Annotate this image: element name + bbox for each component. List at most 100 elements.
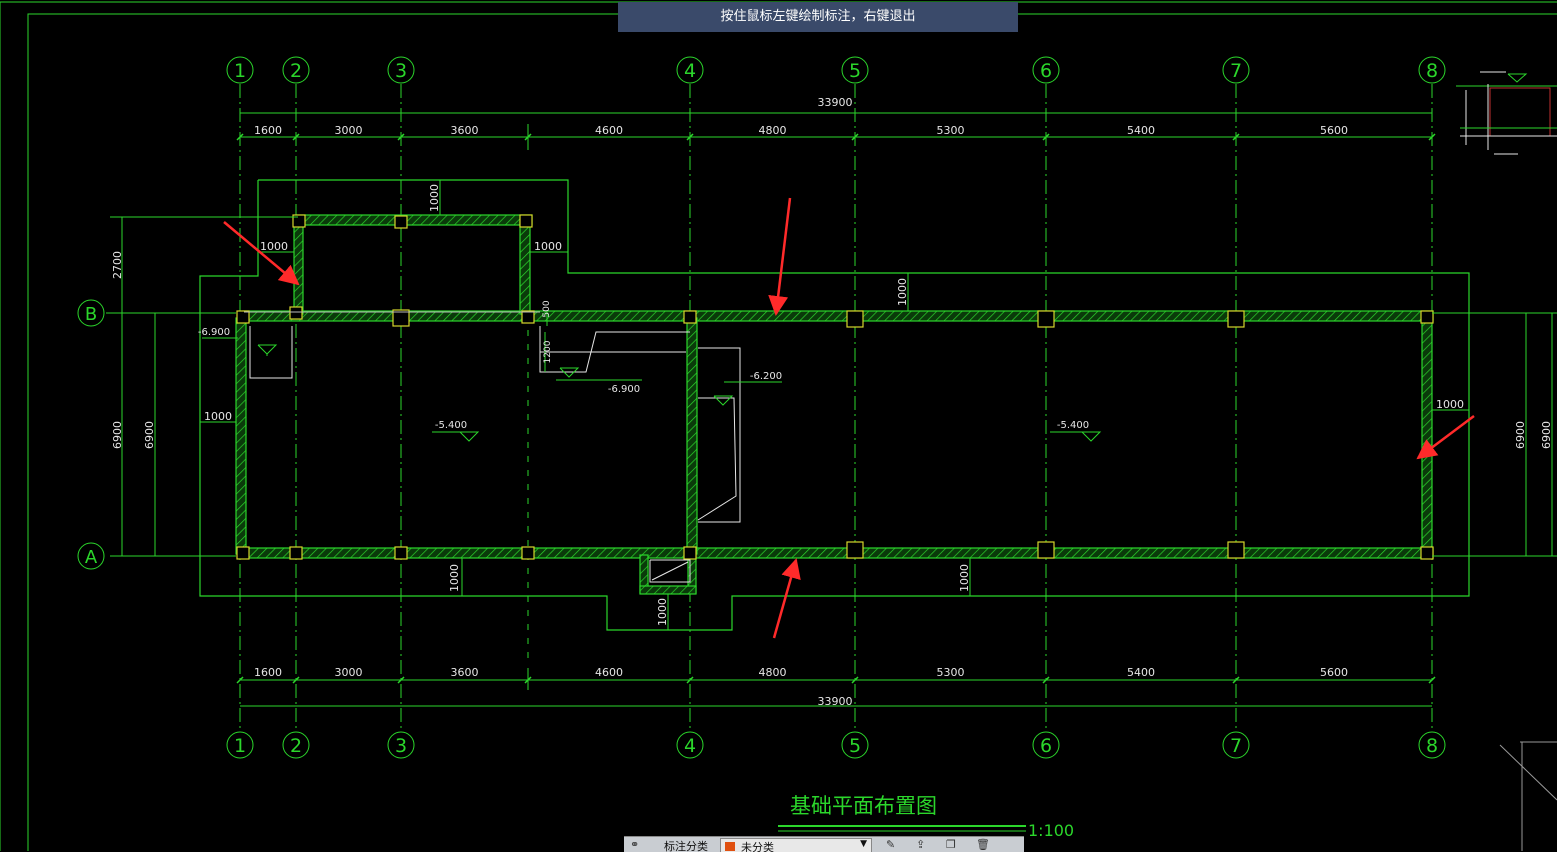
axis-circle [226,56,254,84]
dim-left-inner: 6900 [143,421,156,449]
axis-circle [841,56,869,84]
axis-circle [1032,731,1060,759]
category-select[interactable]: 未分类 ▼ [720,838,872,852]
axis-label: 2 [290,735,302,757]
span-dim-bottom: 5600 [1320,666,1348,679]
dim-top-main: 1000 [896,278,909,306]
axis-circle [676,56,704,84]
column [289,546,303,560]
axis-circle [841,731,869,759]
row-axis-b: B [77,299,236,327]
binoculars-icon[interactable]: ⚭ [630,838,640,851]
axis-label: 5 [849,60,861,82]
dim-bottom-left: 1000 [448,564,461,592]
span-dim-top: 5300 [937,124,965,137]
section-detail-right [1456,71,1557,851]
chevron-down-icon: ▼ [860,839,867,849]
drawing-title: 基础平面布置图 [790,794,937,818]
span-dim-bottom: 5300 [937,666,965,679]
span-dim-top: 1600 [254,124,282,137]
column [1227,310,1245,328]
axis-circle [1222,731,1250,759]
column [1037,310,1055,328]
drawing-scale: 1:100 [1028,821,1074,840]
dimension-lines [110,180,1557,630]
axis-label: 2 [290,60,302,82]
dim-left-outer: 6900 [111,421,124,449]
axis-label: 1 [234,60,246,82]
dim-step: 500 [542,300,552,317]
edit-icon[interactable]: ✎ [886,838,896,851]
axis-circle [1032,56,1060,84]
axis-label: 8 [1426,60,1438,82]
axis-grid-lines [236,84,1436,730]
wall-bottom-main [242,547,1434,559]
column [683,310,697,324]
dim-pit: 1200 [543,340,553,363]
axis-label: 5 [849,735,861,757]
axis-label: 6 [1040,735,1052,757]
axis-circle [282,731,310,759]
elev-pit-left: -6.900 [198,327,230,338]
span-dim-top: 4600 [595,124,623,137]
axis-label: 7 [1230,60,1242,82]
annotation-arrows [223,197,1475,639]
dim-bottom-right: 1000 [958,564,971,592]
column [394,546,408,560]
total-dim-top: 33900 [818,96,853,109]
axis-circle [676,731,704,759]
dim-right-outer: 6900 [1540,421,1553,449]
span-dimensions: 1600160030003000360036004600460048004800… [254,124,1348,679]
bottom-toolbar: ⚭ 标注分类 未分类 ▼ ✎ ⇪ ❐ 🗑 [624,836,1024,852]
column [683,546,697,560]
elevation-markers [202,337,1102,442]
wall-right [1421,317,1433,555]
elev-room-right: -5.400 [1057,420,1089,431]
elev-room-left: -5.400 [435,420,467,431]
column [289,306,303,320]
axis-label: 8 [1426,735,1438,757]
axis-label: 3 [395,60,407,82]
span-dim-bottom: 5400 [1127,666,1155,679]
span-dim-bottom: 3600 [451,666,479,679]
axis-circle [387,56,415,84]
axis-label: 3 [395,735,407,757]
toolbar-label: 标注分类 [664,840,708,852]
dim-bottom-notch: 1000 [656,598,669,626]
span-dim-top: 5600 [1320,124,1348,137]
span-dim-top: 3000 [335,124,363,137]
column [846,310,864,328]
column [292,214,306,228]
column [519,214,533,228]
column [521,310,535,324]
tooltip-banner: 按住鼠标左键绘制标注，右键退出 [618,2,1018,32]
copy-icon[interactable]: ❐ [946,838,956,851]
span-dim-top: 5400 [1127,124,1155,137]
axis-circle [1418,56,1446,84]
wall-notch-top [295,214,533,226]
delete-icon[interactable]: 🗑 [976,838,990,851]
pit-details [244,311,741,583]
axis-label: 4 [684,60,696,82]
annotation-arrow [768,197,792,316]
annotation-arrow [223,221,300,286]
span-dim-bottom: 3000 [335,666,363,679]
dim-left-notch: 1000 [260,240,288,253]
span-dim-bottom: 1600 [254,666,282,679]
axis-label: 4 [684,735,696,757]
column [1420,310,1434,324]
axis-circle [226,731,254,759]
row-axis-a: A [77,542,105,570]
export-icon[interactable]: ⇪ [916,838,926,851]
column [394,215,408,229]
wall-notch-left [293,221,304,315]
foundation-outline [199,179,1470,631]
annotation-arrow [772,558,801,639]
span-dim-top: 4800 [759,124,787,137]
span-dim-bottom: 4600 [595,666,623,679]
dim-left-wall: 1000 [204,410,232,423]
annotation-arrow [1416,415,1475,460]
